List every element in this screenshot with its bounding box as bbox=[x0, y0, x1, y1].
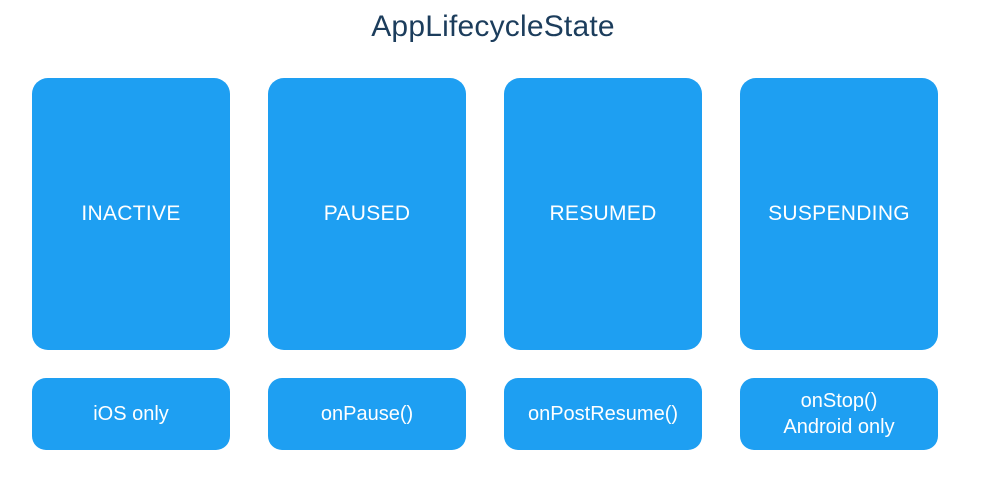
state-box-resumed: RESUMED bbox=[504, 78, 702, 350]
state-label: PAUSED bbox=[323, 202, 411, 225]
note-line: onPause() bbox=[320, 403, 414, 425]
note-line: onPostResume() bbox=[527, 403, 679, 425]
note-box-inactive: iOS only bbox=[32, 378, 230, 450]
state-box-paused: PAUSED bbox=[268, 78, 466, 350]
note-line: onStop() bbox=[800, 390, 878, 412]
note-box-paused: onPause() bbox=[268, 378, 466, 450]
note-box-suspending: onStop() Android only bbox=[740, 378, 938, 450]
state-box-suspending: SUSPENDING bbox=[740, 78, 938, 350]
state-label: INACTIVE bbox=[81, 202, 181, 225]
note-line: iOS only bbox=[93, 403, 169, 425]
state-label: RESUMED bbox=[549, 202, 657, 225]
note-line: Android only bbox=[783, 416, 895, 438]
note-box-resumed: onPostResume() bbox=[504, 378, 702, 450]
state-box-inactive: INACTIVE bbox=[32, 78, 230, 350]
diagram-title: AppLifecycleState bbox=[371, 10, 615, 43]
state-label: SUSPENDING bbox=[768, 202, 910, 225]
